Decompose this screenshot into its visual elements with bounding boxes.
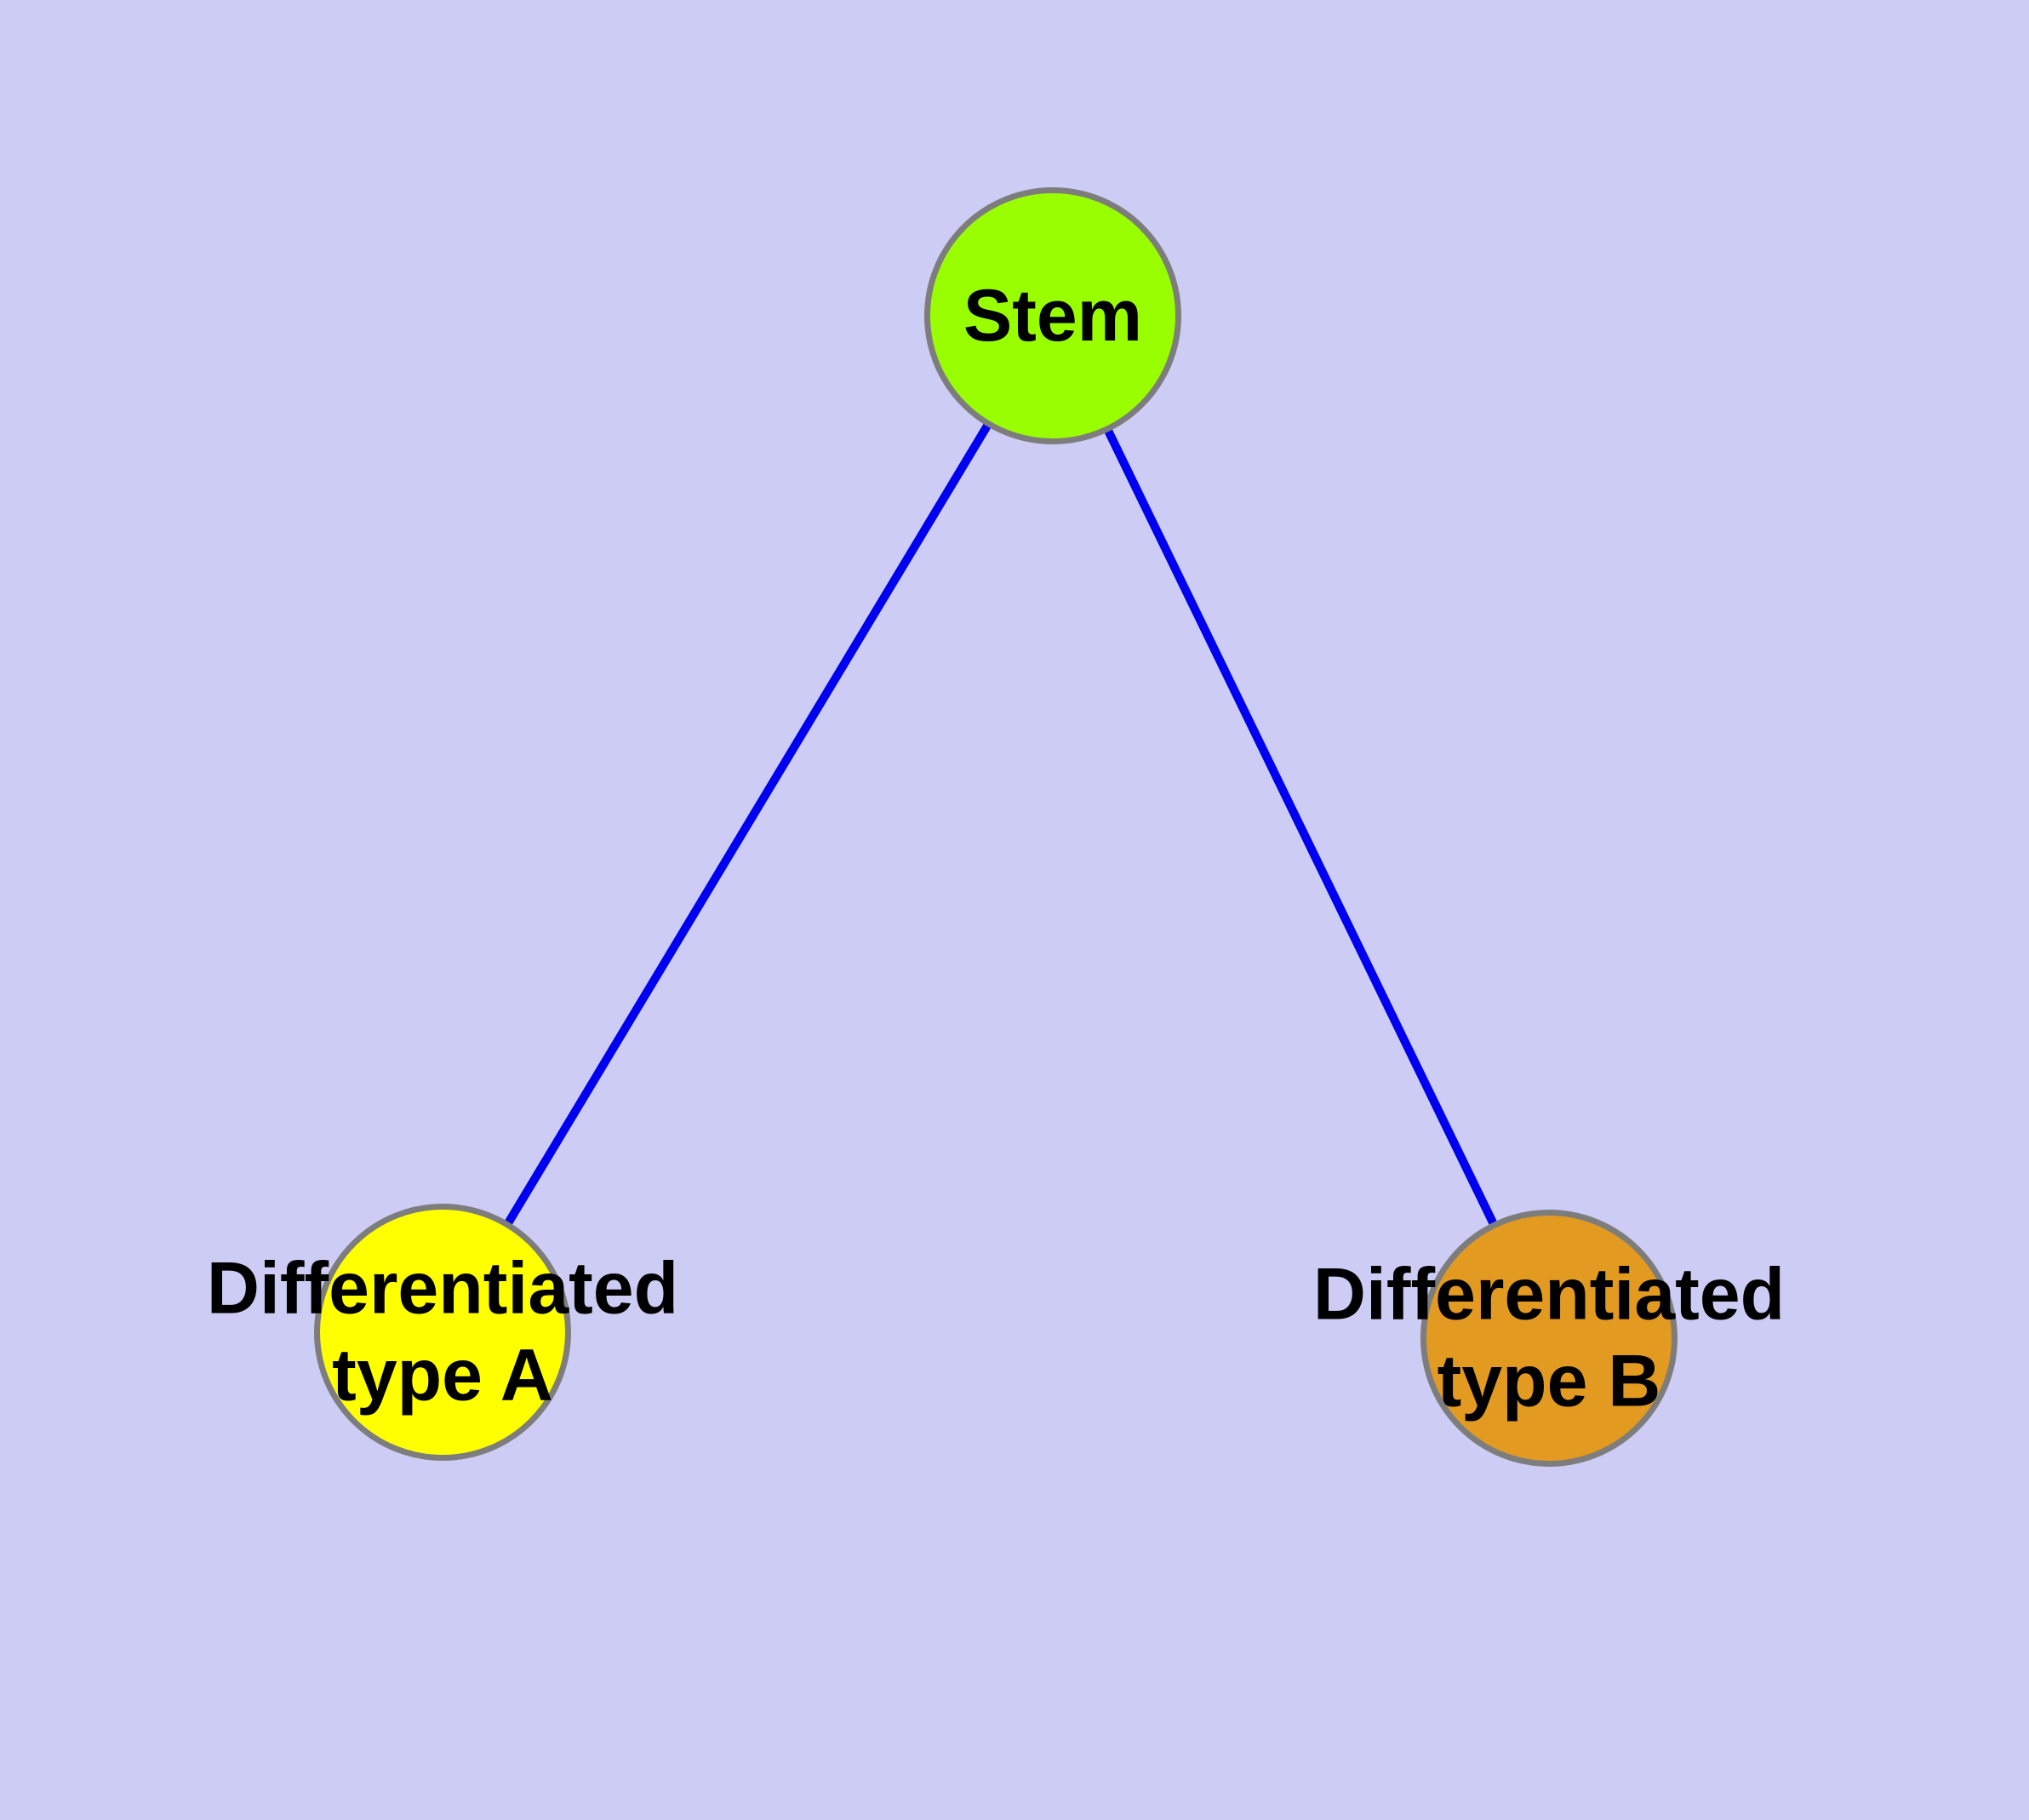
node-label-line: Differentiated <box>206 1247 679 1330</box>
node-label-line: Differentiated <box>1312 1253 1786 1336</box>
node-label-line: type A <box>332 1335 553 1417</box>
edge-stem-to-type-b <box>1049 314 1553 1341</box>
edge-stem-to-type-a <box>438 314 1057 1335</box>
node-type-b-label: Differentiated type B <box>1313 1251 1785 1426</box>
node-type-a-label: Differentiated type A <box>207 1245 678 1420</box>
node-stem-label: Stem <box>963 272 1142 359</box>
node-differentiated-type-b: Differentiated type B <box>1313 1210 1785 1467</box>
node-label-line: type B <box>1437 1341 1661 1422</box>
node-stem: Stem <box>924 187 1181 444</box>
node-differentiated-type-a: Differentiated type A <box>207 1204 678 1461</box>
node-label-line: Stem <box>963 274 1143 357</box>
